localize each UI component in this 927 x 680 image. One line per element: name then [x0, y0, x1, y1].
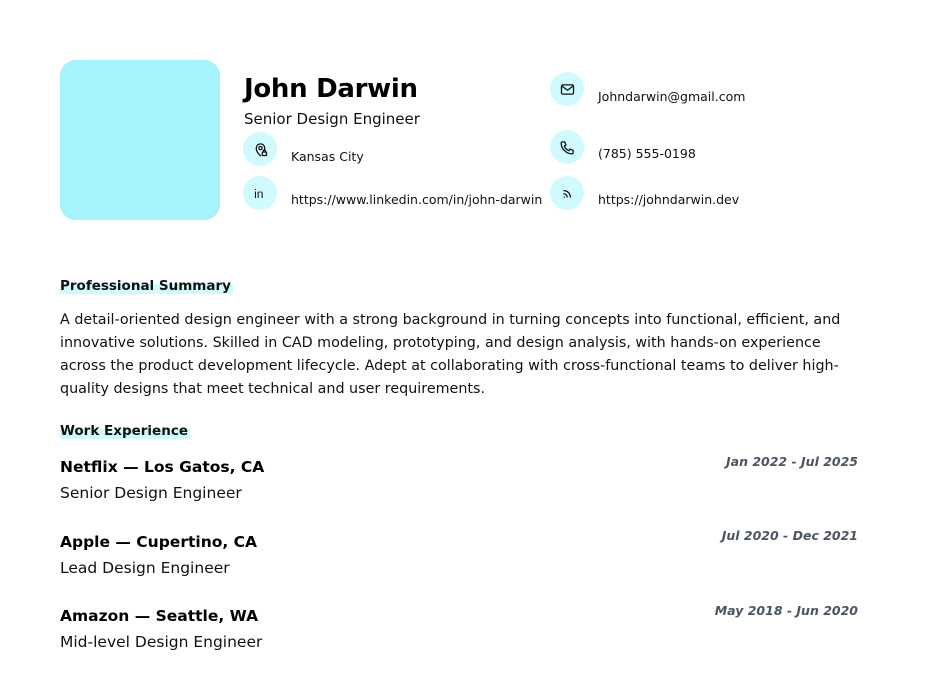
- experience-heading: Work Experience: [60, 423, 190, 439]
- summary-heading: Professional Summary: [60, 278, 233, 294]
- job-dates: Jan 2022 - Jul 2025: [726, 454, 858, 469]
- phone-icon: [550, 130, 584, 164]
- linkedin-link[interactable]: https://www.linkedin.com/in/john-darwin: [291, 192, 543, 207]
- summary-text: A detail-oriented design engineer with a…: [60, 312, 841, 397]
- linkedin-icon[interactable]: in: [243, 176, 277, 210]
- job-dates: Jul 2020 - Dec 2021: [721, 528, 858, 543]
- job-role: Mid-level Design Engineer: [60, 633, 263, 651]
- job-company: Apple — Cupertino, CA: [60, 533, 258, 551]
- svg-text:in: in: [254, 186, 263, 200]
- job-role: Senior Design Engineer: [60, 484, 242, 502]
- profile-title: Senior Design Engineer: [244, 110, 420, 128]
- phone-text: (785) 555-0198: [598, 146, 696, 161]
- job-company: Amazon — Seattle, WA: [60, 607, 259, 625]
- profile-name: John Darwin: [244, 74, 418, 104]
- job-dates: May 2018 - Jun 2020: [714, 603, 858, 618]
- profile-photo: [60, 60, 220, 220]
- website-link[interactable]: https://johndarwin.dev: [598, 192, 740, 207]
- location-pin-icon: [243, 132, 277, 166]
- rss-icon: [550, 176, 584, 210]
- job-role: Lead Design Engineer: [60, 559, 230, 577]
- email-link[interactable]: Johndarwin@gmail.com: [598, 89, 746, 104]
- location-text: Kansas City: [291, 149, 364, 164]
- job-company: Netflix — Los Gatos, CA: [60, 458, 265, 476]
- mail-icon: [550, 72, 584, 106]
